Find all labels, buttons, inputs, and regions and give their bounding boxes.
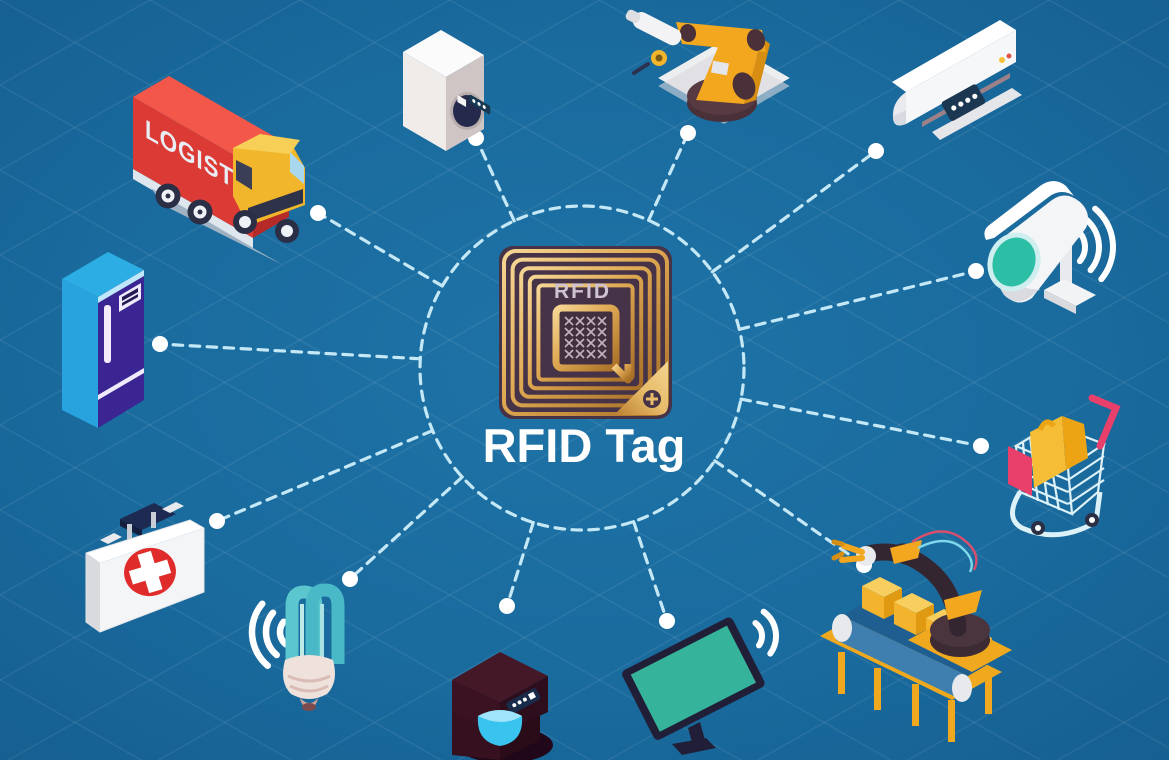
svg-text:RFID: RFID xyxy=(554,280,611,303)
svg-text:RFID Tag: RFID Tag xyxy=(483,419,686,472)
